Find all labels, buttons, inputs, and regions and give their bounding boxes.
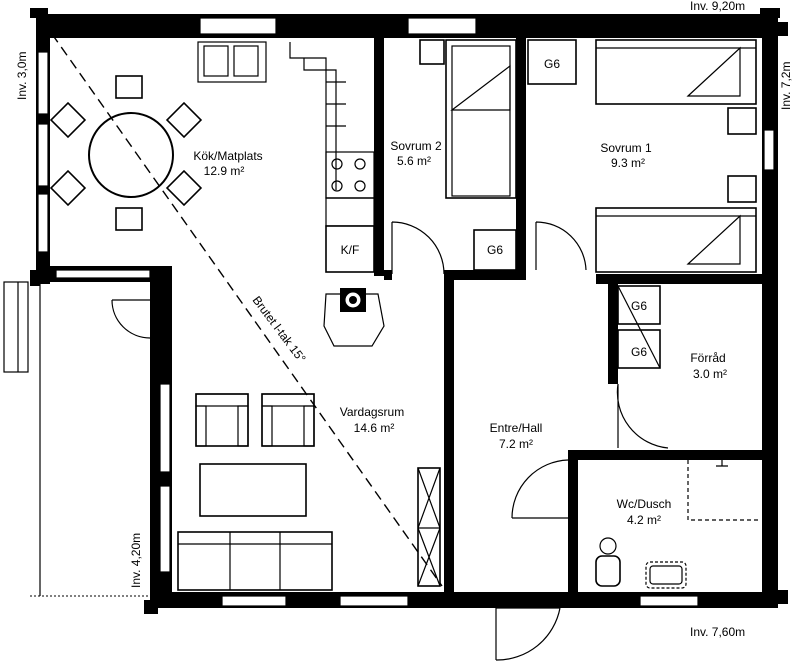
room-vardagsrum-area: 14.6 m² (354, 421, 395, 435)
dim-top-right: Inv. 9,20m (690, 0, 745, 13)
forrad-furniture: G6 G6 (617, 285, 661, 369)
deck (3, 281, 150, 597)
room-forrad-area: 3.0 m² (693, 367, 727, 381)
wardrobe-label-s2: G6 (487, 243, 503, 257)
inner-walls (374, 14, 762, 608)
room-kok-name: Kök/Matplats (193, 149, 262, 163)
room-labels: Kök/Matplats 12.9 m² Sovrum 2 5.6 m² Sov… (193, 139, 727, 527)
dimension-labels: Inv. 9,20m Inv. 7,2m Inv. 3,0m Inv. 4,20… (15, 0, 793, 639)
kitchen: K/F (197, 41, 375, 273)
dining-set (49, 75, 203, 231)
living-furniture (177, 393, 441, 591)
room-vardagsrum-name: Vardagsrum (340, 405, 404, 419)
room-entre-name: Entre/Hall (490, 421, 543, 435)
room-entre-area: 7.2 m² (499, 437, 533, 451)
roof-break-line (51, 33, 443, 587)
room-forrad-name: Förråd (690, 351, 725, 365)
room-wc-area: 4.2 m² (627, 513, 661, 527)
dim-bottom-left: Inv. 4,20m (129, 533, 143, 588)
sovrum1-furniture: G6 (527, 39, 757, 273)
wardrobe-label-f2: G6 (631, 345, 647, 359)
room-sovrum1-name: Sovrum 1 (600, 141, 652, 155)
dim-top-left: Inv. 3,0m (15, 52, 29, 100)
dim-bottom-right: Inv. 7,60m (690, 625, 745, 639)
doors (111, 221, 669, 661)
room-kok-area: 12.9 m² (204, 164, 245, 178)
room-sovrum2-name: Sovrum 2 (390, 139, 442, 153)
wc-fixtures (595, 456, 760, 589)
sovrum2-furniture: G6 (419, 39, 517, 271)
room-sovrum2-area: 5.6 m² (397, 154, 431, 168)
room-wc-name: Wc/Dusch (617, 497, 672, 511)
dim-right: Inv. 7,2m (779, 62, 793, 110)
fireplace (323, 288, 385, 347)
room-sovrum1-area: 9.3 m² (611, 156, 645, 170)
wardrobe-label-s1: G6 (544, 57, 560, 71)
windows (37, 17, 775, 607)
fridge-label: K/F (341, 243, 360, 257)
wardrobe-label-f1: G6 (631, 299, 647, 313)
